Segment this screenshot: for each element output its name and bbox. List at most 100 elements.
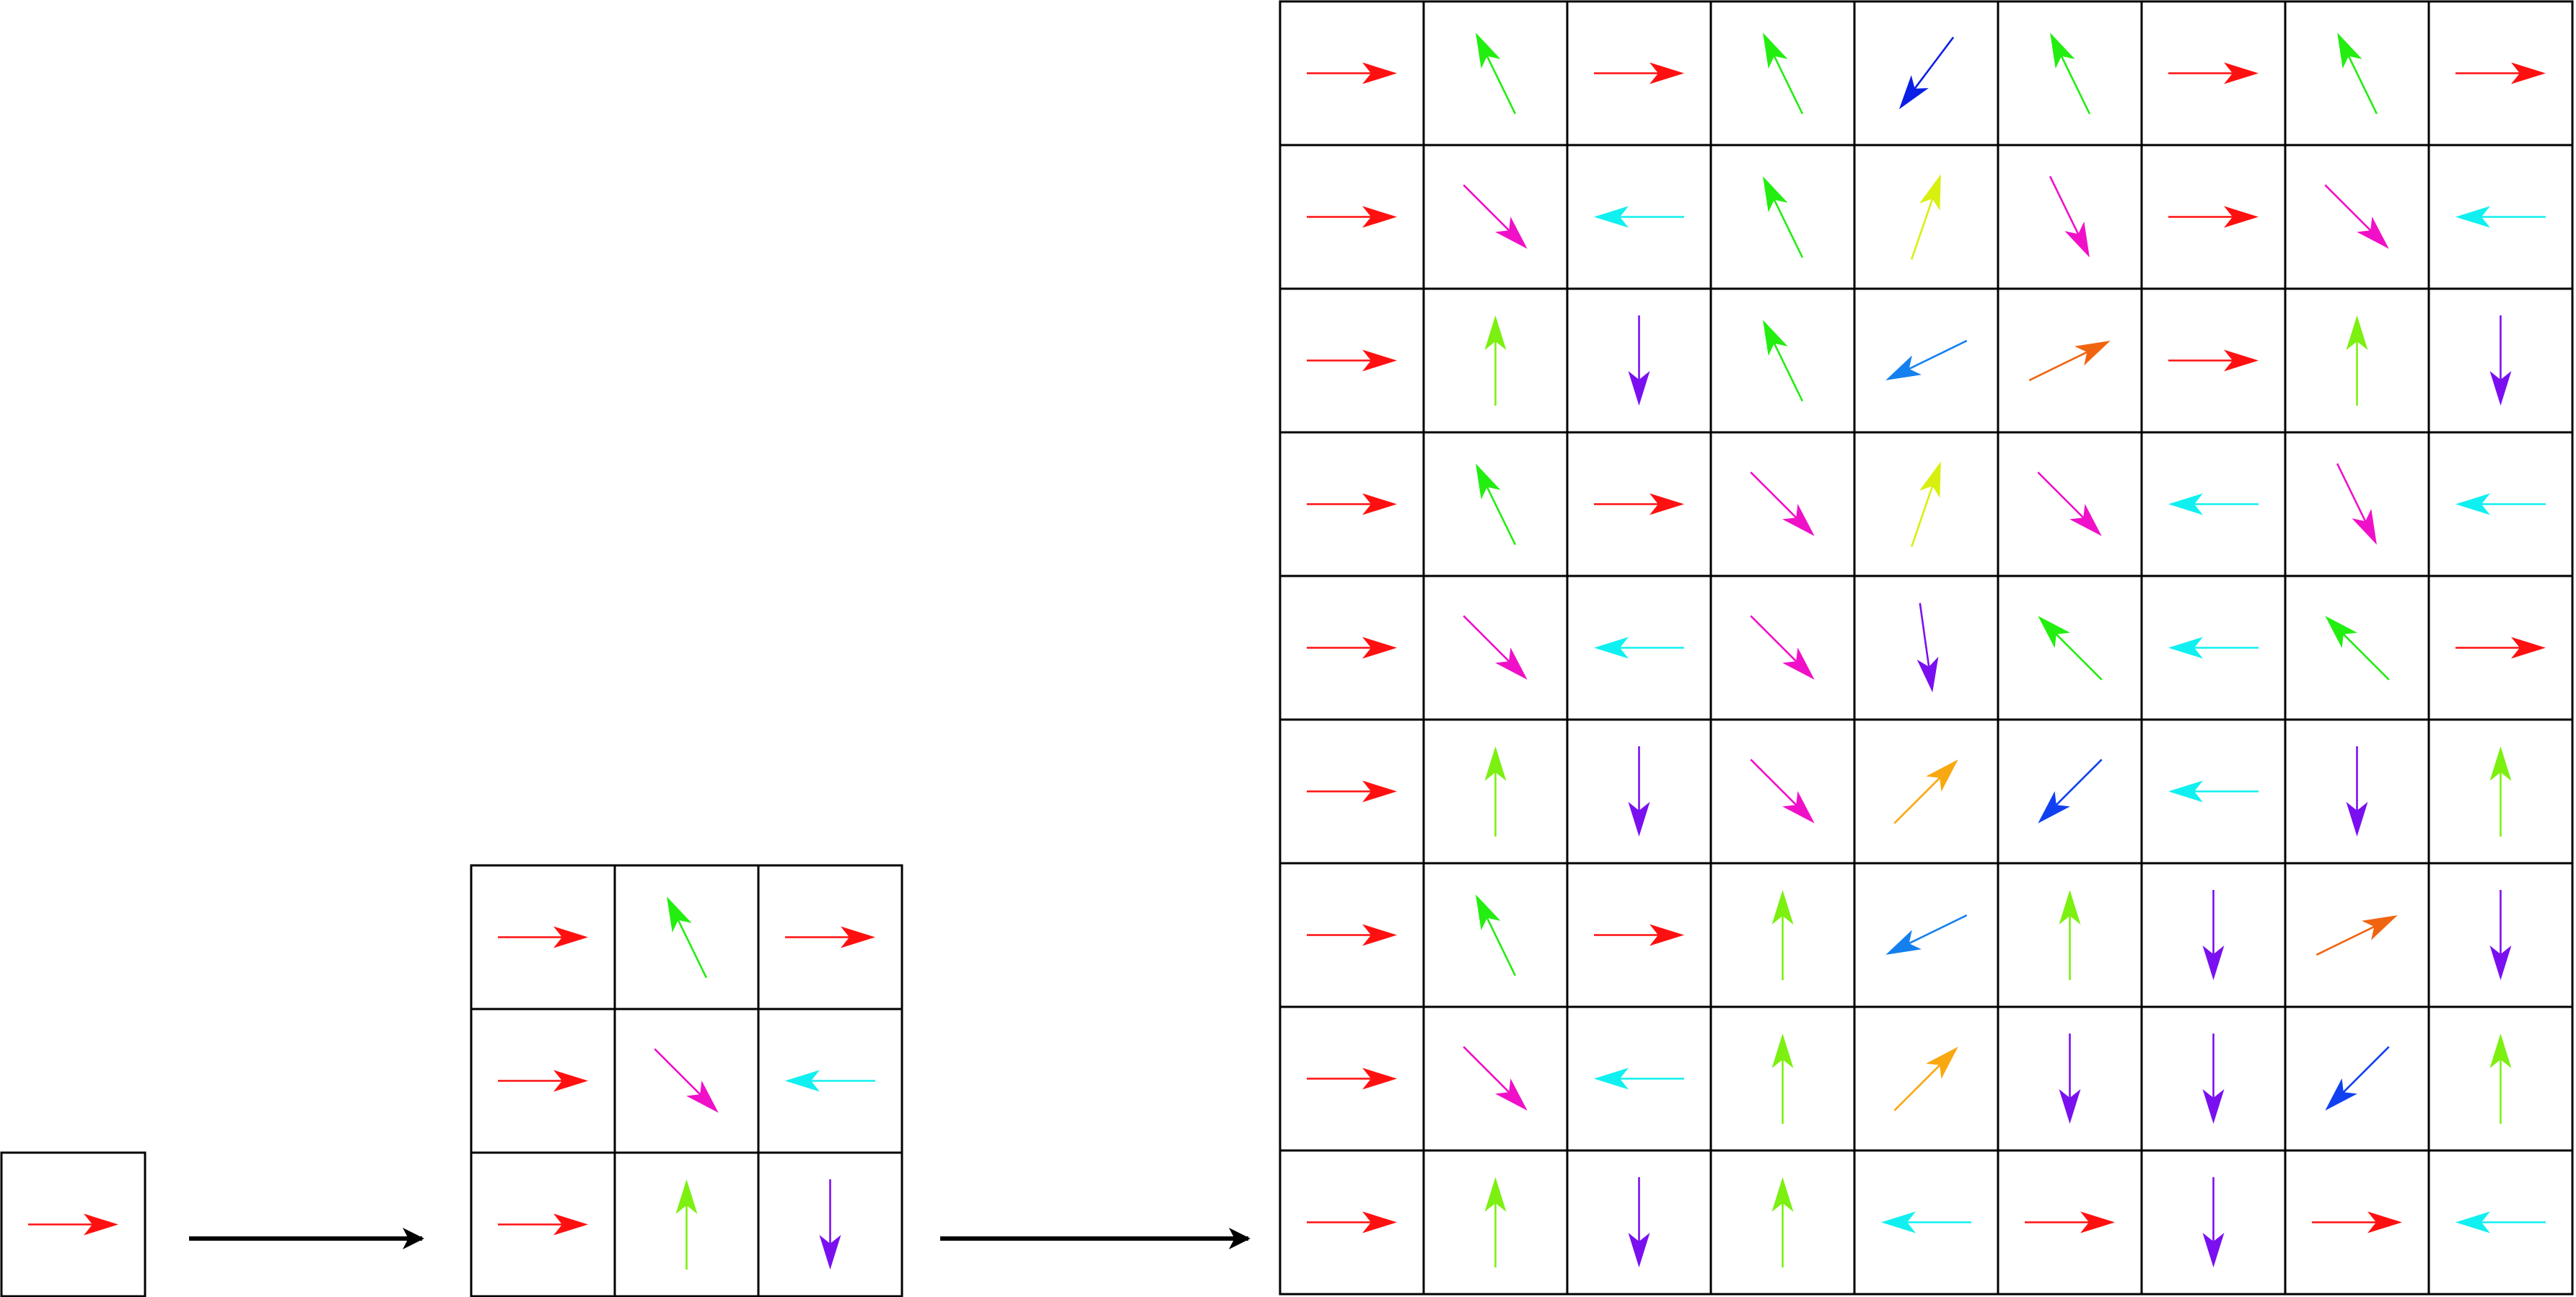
arrow-head xyxy=(819,1235,841,1270)
cell-arrow-cyan xyxy=(2168,637,2259,659)
cell-arrow-green xyxy=(2325,616,2390,681)
arrow-head xyxy=(2362,915,2398,940)
arrow-head xyxy=(2325,616,2357,648)
cell-arrow-violet xyxy=(1628,746,1650,837)
arrow-shaft xyxy=(1463,1046,1510,1093)
cell-arrow-red xyxy=(2455,62,2546,84)
arrow-head xyxy=(1484,1177,1507,1212)
arrow-head xyxy=(841,926,875,948)
cell-arrow-red xyxy=(1307,206,1397,228)
arrow-shaft xyxy=(1463,184,1510,232)
cell-arrow-violet xyxy=(1916,603,1939,693)
arrow-head xyxy=(1362,206,1397,228)
arrow-head xyxy=(553,1070,588,1092)
arrow-head xyxy=(2224,62,2259,84)
grid-cell xyxy=(1997,287,2143,434)
cell-arrow-blue xyxy=(1898,36,1955,110)
cell-arrow-lime xyxy=(2489,1034,2512,1124)
arrow-head xyxy=(2059,890,2081,925)
cell-arrow-lime xyxy=(1484,315,1507,406)
cell-arrow-magenta xyxy=(1463,184,1528,249)
cell-arrow-red xyxy=(498,1070,588,1092)
arrow-shaft xyxy=(2037,471,2085,519)
arrow-head xyxy=(1763,32,1788,69)
cell-arrow-lime xyxy=(2489,746,2512,837)
arrow-head xyxy=(1782,791,1815,824)
cell-arrow-green xyxy=(2337,32,2378,115)
arrow-head xyxy=(1495,1078,1528,1111)
arrow-shaft xyxy=(2060,56,2091,115)
cell-arrow-lime xyxy=(1484,1177,1507,1267)
cell-arrow-royal xyxy=(2038,759,2103,824)
arrow-shaft xyxy=(1750,471,1797,519)
cell-arrow-magenta xyxy=(2037,471,2102,536)
arrow-head xyxy=(1362,349,1397,372)
stage-level-2 xyxy=(1279,0,2574,1296)
cell-arrow-red xyxy=(1307,1067,1397,1090)
cell-arrow-green xyxy=(2050,32,2091,115)
cell-arrow-red xyxy=(1307,1211,1397,1233)
arrow-head xyxy=(2059,1089,2081,1124)
cell-arrow-skyblue xyxy=(1885,914,1968,955)
arrow-head xyxy=(1926,1047,1958,1079)
arrow-head xyxy=(2069,504,2102,536)
cell-arrow-magenta xyxy=(1463,1046,1528,1111)
arrow-shaft xyxy=(2342,1046,2390,1093)
arrow-head xyxy=(2489,1034,2512,1068)
arrow-head xyxy=(1919,461,1941,498)
arrow-shaft xyxy=(1914,36,1955,89)
arrow-head xyxy=(1628,802,1650,837)
cell-arrow-red xyxy=(1307,349,1397,372)
arrow-shaft xyxy=(2347,56,2378,115)
cell-arrow-violet xyxy=(1628,315,1650,406)
arrow-head xyxy=(2038,791,2070,824)
cell-arrow-red xyxy=(2168,349,2259,372)
arrow-head xyxy=(785,1070,820,1092)
arrow-shaft xyxy=(1919,603,1930,667)
arrow-shaft xyxy=(2342,633,2390,681)
arrow-shaft xyxy=(2324,184,2372,232)
cell-arrow-cyan xyxy=(785,1070,875,1092)
arrow-shaft xyxy=(1909,914,1968,945)
cell-arrow-magenta xyxy=(1750,471,1815,536)
cell-arrow-yellow xyxy=(1910,174,1941,261)
cell-arrow-royal xyxy=(2325,1046,2390,1111)
stage-level-0 xyxy=(0,1151,146,1297)
arrow-head xyxy=(1476,463,1501,499)
arrow-shaft xyxy=(1773,199,1804,258)
cell-arrow-violet xyxy=(2202,890,2225,980)
arrow-head xyxy=(2367,1211,2402,1233)
arrow-head xyxy=(2511,62,2546,84)
cell-arrow-orange xyxy=(2316,915,2398,956)
cell-arrow-green xyxy=(2038,616,2103,681)
arrow-head xyxy=(1362,62,1397,84)
arrow-head xyxy=(1362,1211,1397,1233)
arrow-head xyxy=(1881,1211,1916,1233)
arrow-shaft xyxy=(2049,175,2080,235)
arrow-head xyxy=(1484,746,1507,781)
cell-arrow-red xyxy=(1307,637,1397,659)
arrow-head xyxy=(667,896,692,933)
arrow-head xyxy=(2224,206,2259,228)
cell-arrow-magenta xyxy=(2049,175,2090,258)
arrow-shaft xyxy=(2055,759,2103,806)
arrow-shaft xyxy=(1750,759,1797,806)
arrow-head xyxy=(1650,62,1684,84)
cell-arrow-cyan xyxy=(2168,493,2259,515)
arrow-head xyxy=(2038,616,2070,648)
arrow-shaft xyxy=(1486,917,1517,977)
arrow-shaft xyxy=(2028,351,2087,382)
arrow-head xyxy=(1916,656,1939,693)
arrow-head xyxy=(1763,320,1788,356)
cell-arrow-cyan xyxy=(2168,780,2259,803)
cell-arrow-red xyxy=(498,926,588,948)
cell-arrow-red xyxy=(2025,1211,2115,1233)
cell-arrow-green xyxy=(1763,320,1804,402)
arrow-head xyxy=(1594,637,1629,659)
cell-arrow-cyan xyxy=(1594,1067,1684,1090)
arrow-shaft xyxy=(1463,615,1510,663)
arrow-head xyxy=(1362,924,1397,946)
arrow-head xyxy=(1771,1177,1794,1212)
cell-arrow-violet xyxy=(819,1179,841,1270)
arrow-head xyxy=(1476,32,1501,69)
